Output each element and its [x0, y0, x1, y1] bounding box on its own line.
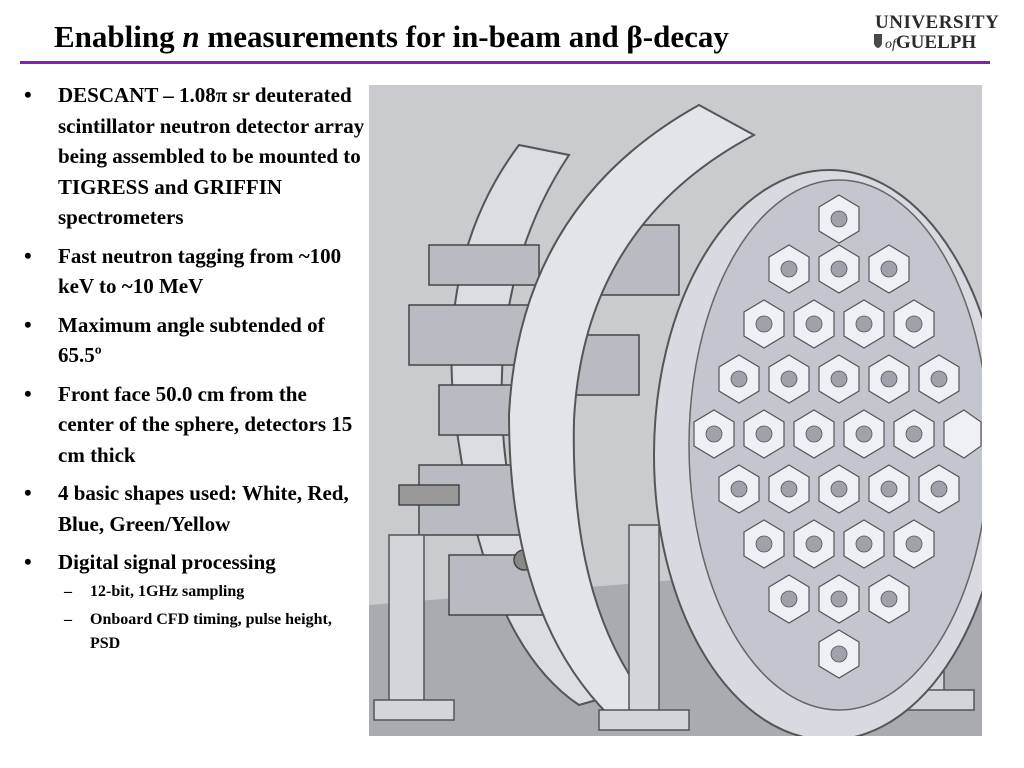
sub-bullet-list: 12-bit, 1GHz sampling Onboard CFD timing… — [58, 580, 365, 656]
title-text-start: Enabling — [54, 19, 183, 54]
bullet-list: DESCANT – 1.08π sr deuterated scintillat… — [20, 80, 365, 664]
descant-illustration — [369, 85, 982, 736]
crest-icon — [874, 34, 882, 48]
title-text-italic: n — [182, 19, 200, 54]
logo-of: of — [885, 37, 896, 52]
university-logo: UNIVERSITY ofGUELPH — [873, 10, 999, 56]
bullet-neutron-tagging: Fast neutron tagging from ~100 keV to ~1… — [20, 241, 365, 302]
logo-guelph: GUELPH — [895, 32, 977, 53]
title-text-end: measurements for in-beam and β-decay — [199, 19, 729, 54]
bullet-digital-processing-label: Digital signal processing — [58, 550, 276, 574]
title-underline — [20, 61, 990, 64]
sub-bullet-sampling: 12-bit, 1GHz sampling — [52, 580, 365, 604]
sub-bullet-timing: Onboard CFD timing, pulse height, PSD — [52, 608, 365, 656]
logo-line-university: UNIVERSITY — [875, 12, 1000, 33]
descant-render-image — [369, 85, 982, 736]
bullet-descant: DESCANT – 1.08π sr deuterated scintillat… — [20, 80, 365, 233]
slide-title: Enabling n measurements for in-beam and … — [54, 14, 854, 60]
logo-line-guelph: ofGUELPH — [885, 32, 976, 54]
pmt-windows — [705, 210, 948, 663]
bullet-shapes: 4 basic shapes used: White, Red, Blue, G… — [20, 478, 365, 539]
bullet-digital-processing: Digital signal processing 12-bit, 1GHz s… — [20, 547, 365, 656]
bullet-max-angle: Maximum angle subtended of 65.5º — [20, 310, 365, 371]
bullet-front-face: Front face 50.0 cm from the center of th… — [20, 379, 365, 471]
